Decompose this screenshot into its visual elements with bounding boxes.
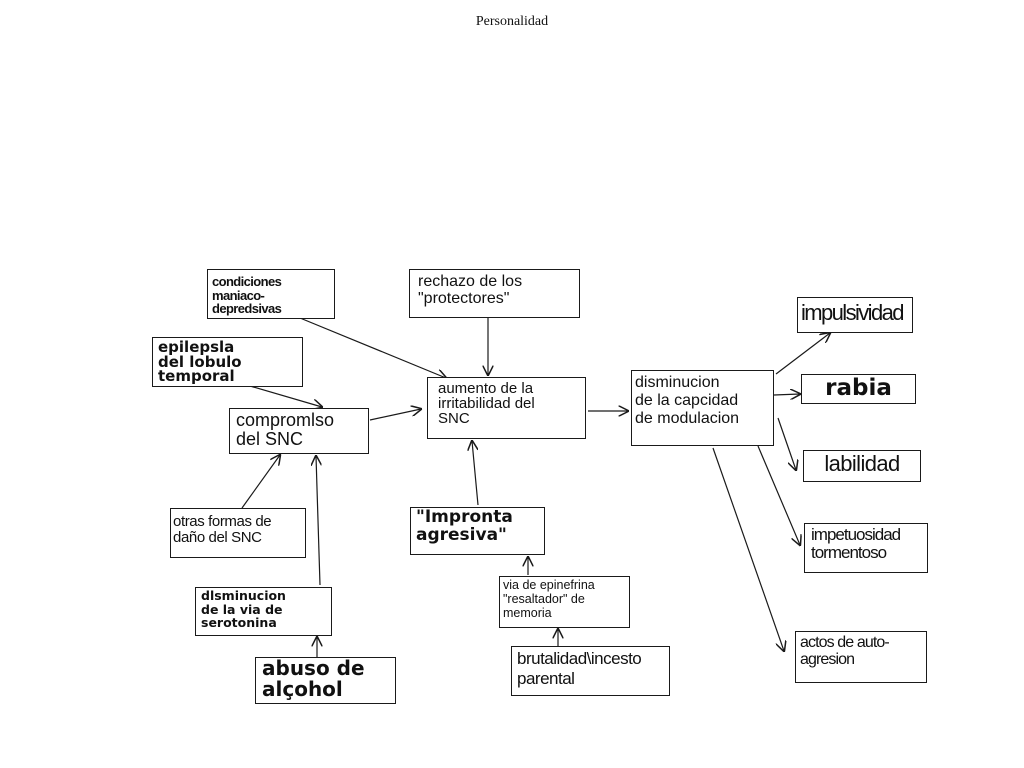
node-condiciones: condiciones maniaco-depredsivas: [207, 269, 335, 319]
node-impronta: "Impronta agresiva": [410, 507, 545, 555]
arrow-compromiso-to-aumento: [369, 409, 421, 421]
node-impulsividad: impulsividad: [797, 297, 913, 333]
node-abuso: abuso de alçohol: [255, 657, 396, 704]
arrow-to-actos: [712, 447, 784, 651]
arrow-serotonina-to-compromiso: [316, 456, 320, 586]
arrow-to-labilidad: [777, 417, 796, 470]
node-otras-formas: otras formas de daño del SNC: [170, 508, 306, 558]
arrow-otras-to-compromiso: [241, 455, 280, 509]
arrow-to-impulsividad: [775, 333, 830, 375]
node-serotonina: dlsminucion de la via de serotonina: [195, 587, 332, 636]
node-labilidad: labilidad: [803, 450, 921, 482]
node-compromiso: compromlso del SNC: [229, 408, 369, 454]
node-epinefrina: via de epinefrina "resaltador" de memori…: [499, 576, 630, 628]
node-aumento: aumento de la irritabilidad del SNC: [427, 377, 586, 439]
node-brutalidad: brutalidad\incesto parental: [511, 646, 670, 696]
node-impetuosidad: impetuosidad tormentoso: [804, 523, 928, 573]
page-title: Personalidad: [475, 14, 549, 29]
arrow-condiciones-to-aumento: [299, 317, 446, 378]
arrow-to-rabia: [773, 394, 800, 395]
node-rechazo: rechazo de los "protectores": [409, 269, 580, 318]
arrow-epilepsia-to-compromiso: [249, 385, 322, 407]
arrow-impronta-to-aumento: [472, 441, 479, 506]
node-actos: actos de auto- agresion: [795, 631, 927, 683]
arrow-to-impetuosidad: [757, 445, 800, 545]
node-epilepsia: epilepsla del lobulo temporal: [152, 337, 303, 387]
node-rabia: rabia: [801, 374, 916, 404]
node-disminucion-modulacion: disminucion de la capcidad de modulacion: [631, 370, 774, 446]
